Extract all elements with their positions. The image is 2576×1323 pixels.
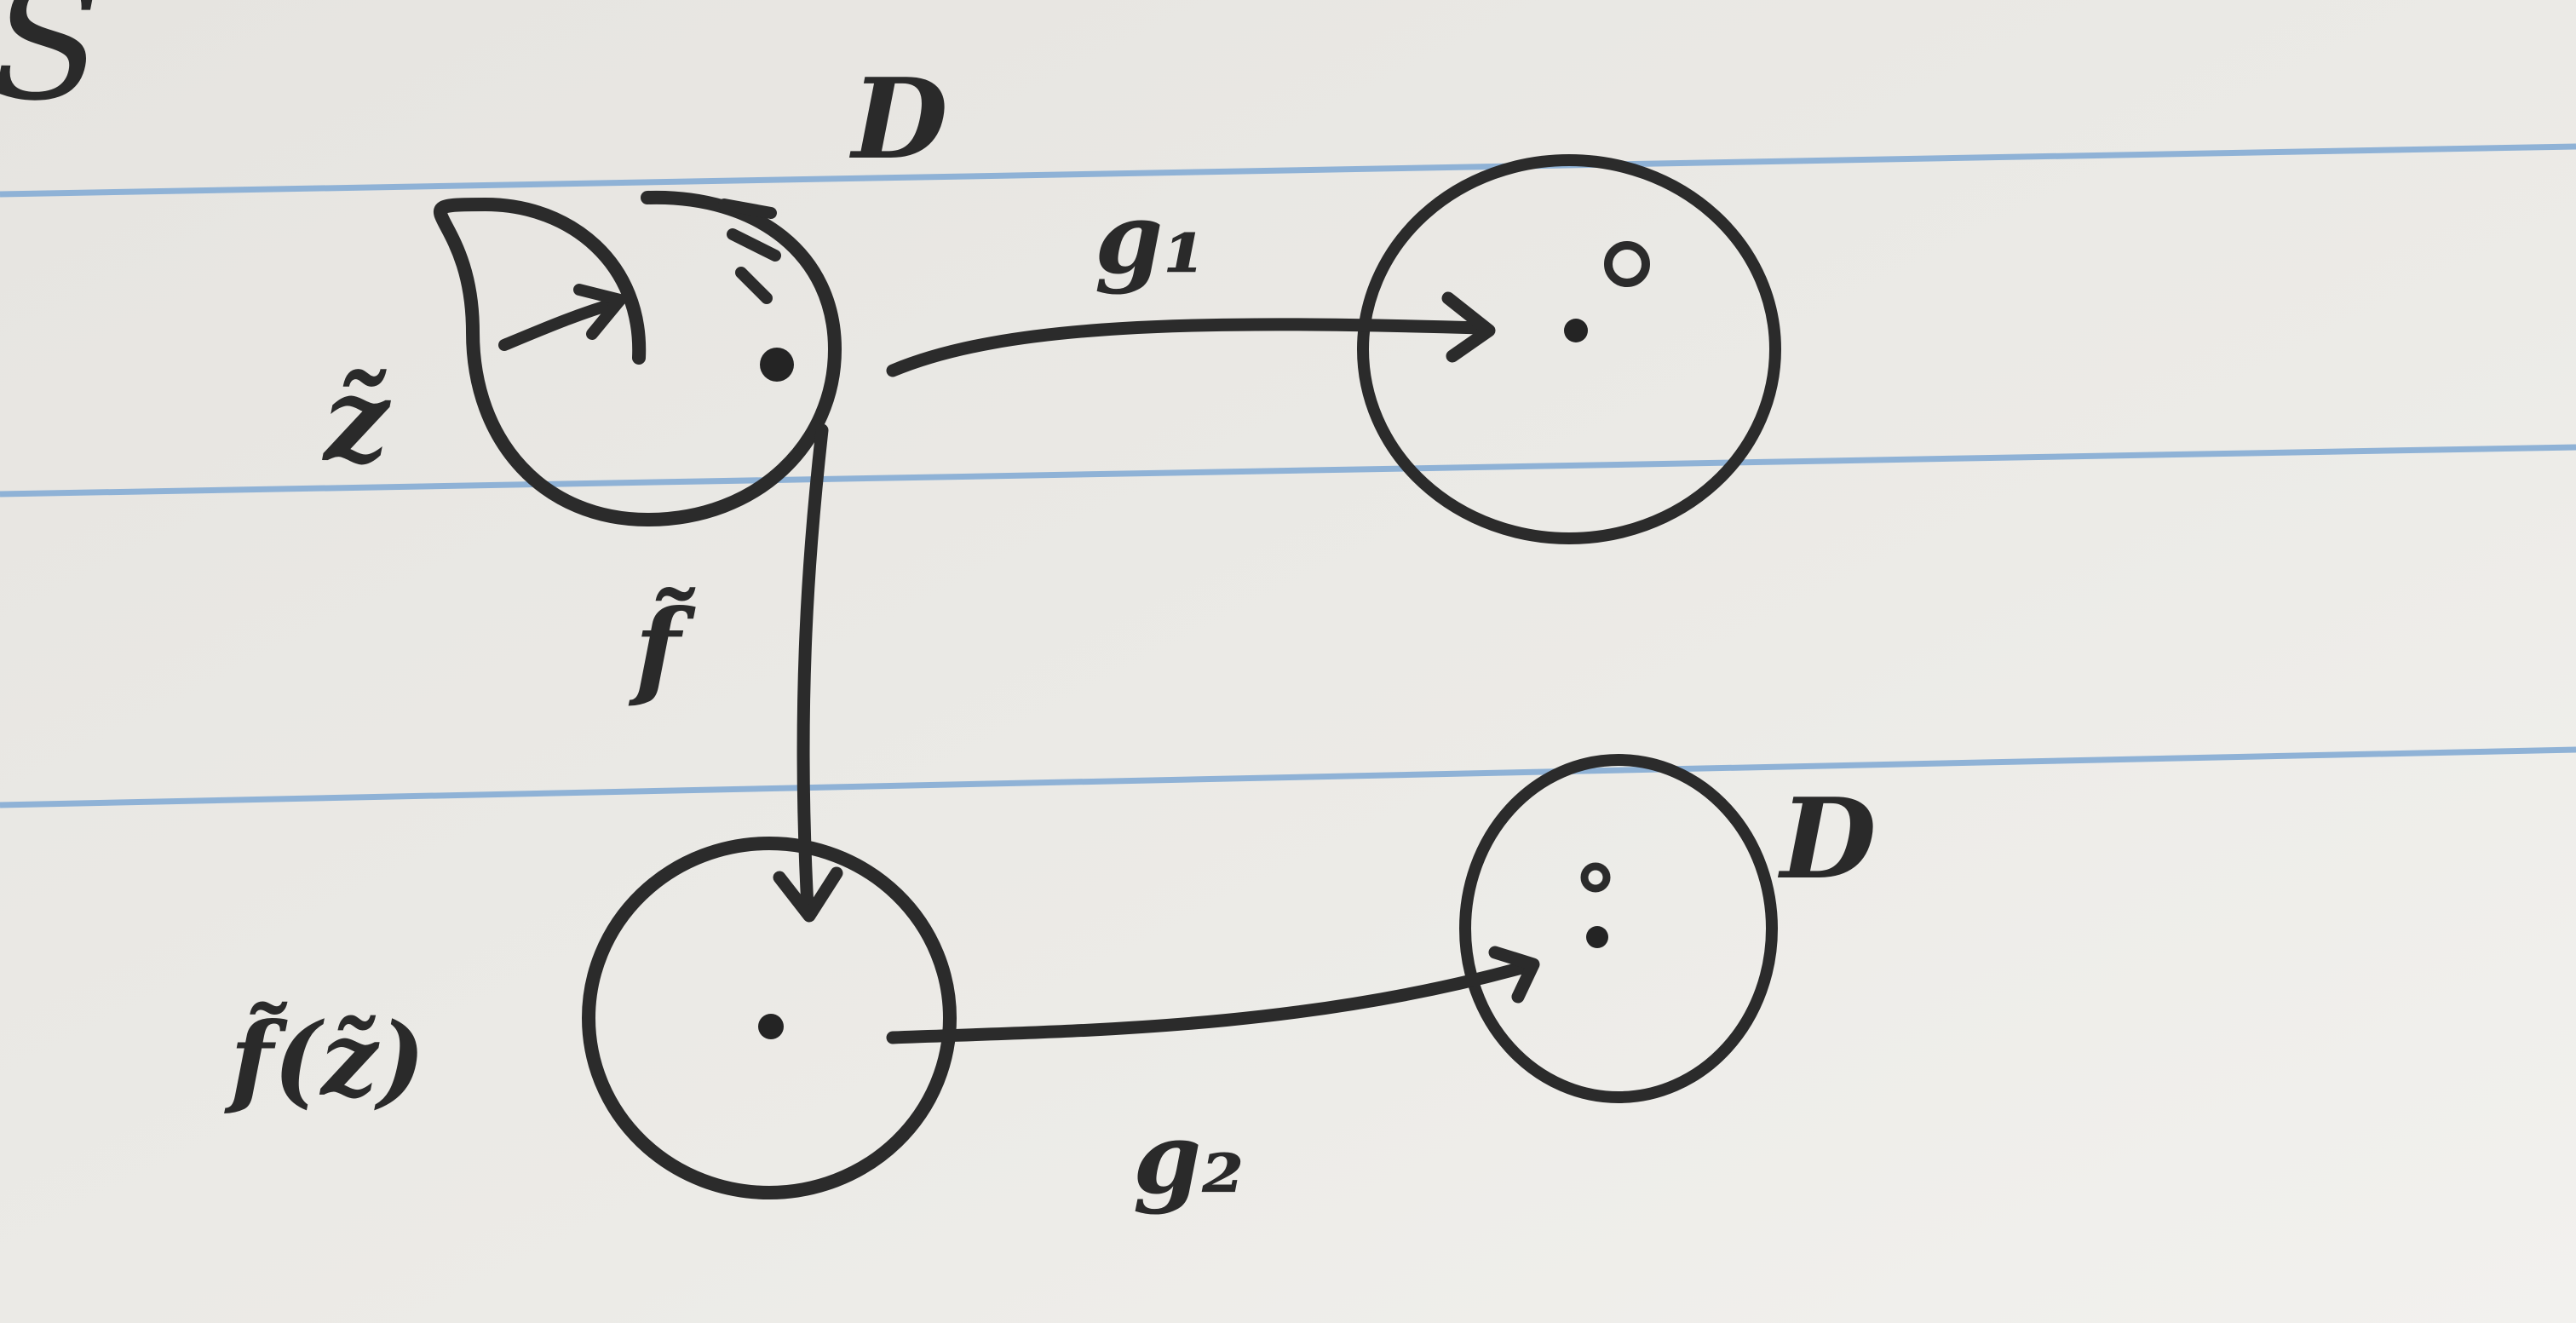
disk-top-right-outline [1357,154,1781,544]
label-image-point: f̃(z̃) [224,1000,425,1119]
disk-top-left-outline [434,190,842,526]
image-dot-g1 [1564,319,1588,342]
ruled-lines [0,143,2576,808]
labels: D D g₁ g₂ f̃ z̃ f̃(z̃) [224,54,1877,1217]
label-disk-top-left: D [848,54,948,184]
ruled-line [0,143,2576,198]
arrow-g1 [886,318,1489,377]
point-z-scribble [718,198,781,304]
disk-bottom-right-outline [1459,754,1778,1103]
arrows [498,284,1540,1044]
arrow-g2-head [1488,946,1540,1004]
arrow-g2 [886,960,1532,1044]
image-dot-g2-b [1580,862,1611,893]
disk-bottom-right [1459,754,1778,1103]
disk-top-left [434,190,842,526]
disk-bottom-left [582,837,957,1199]
label-map-g1: g₁ [1095,181,1206,296]
ruled-line [0,444,2576,498]
small-circle-mark [1604,241,1650,287]
label-disk-bottom-right: D [1777,774,1877,904]
image-dot-g2-a [1586,926,1608,948]
arrow-to-z-head [573,284,626,340]
arrow-f [796,423,829,914]
label-point-z: z̃ [322,352,391,487]
disk-top-right [1357,154,1781,544]
arrow-f-head [773,866,843,923]
disk-bottom-left-outline [582,837,957,1199]
label-map-g2: g₂ [1133,1102,1245,1217]
arrow-to-z [498,296,624,351]
image-point-dot [758,1014,784,1039]
ruled-line [0,746,2576,808]
arrow-g1-head [1441,291,1496,363]
corner-mark: S [0,0,102,136]
point-z-dot [760,348,794,382]
